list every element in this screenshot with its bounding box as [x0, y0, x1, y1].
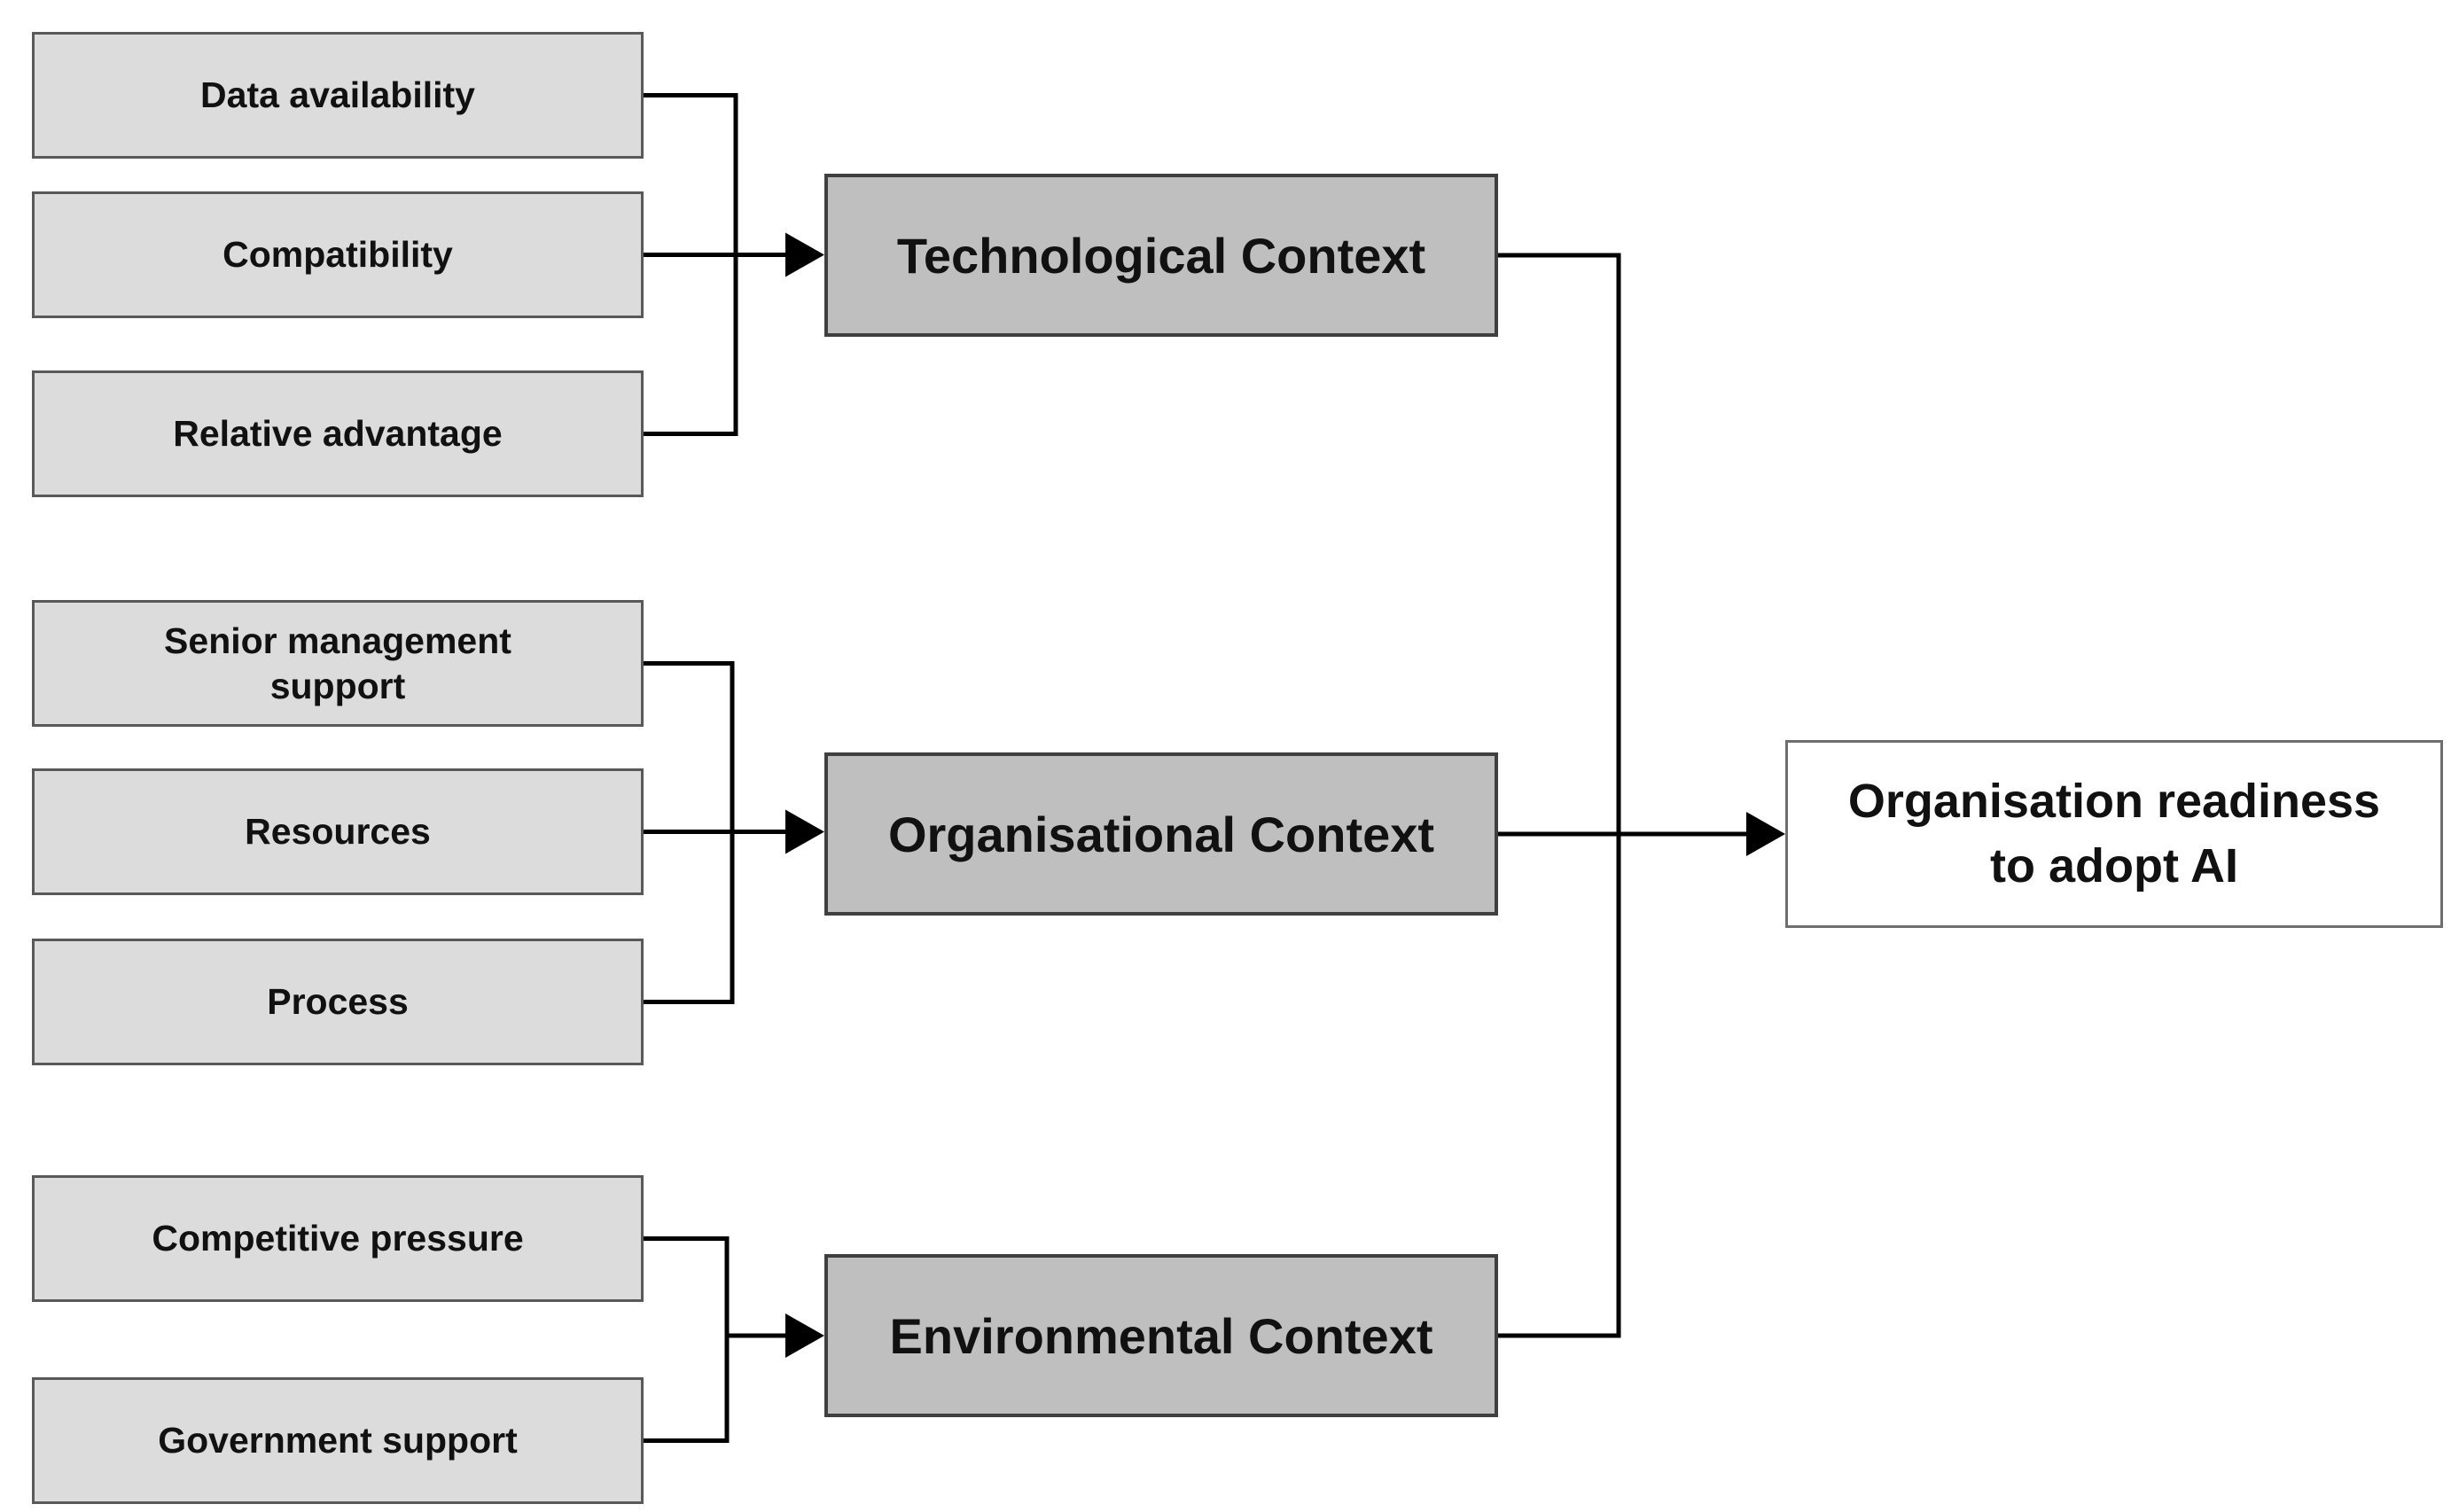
- context-box-environmental: Environmental Context: [824, 1254, 1498, 1417]
- factor-label: Relative advantage: [173, 413, 503, 455]
- bracket-environmental: [644, 1236, 730, 1443]
- arrowhead-environmental: [785, 1313, 824, 1358]
- arrowhead-outcome: [1746, 812, 1785, 856]
- factor-label: Resources: [245, 811, 431, 853]
- context-label: Technological Context: [896, 227, 1426, 284]
- factor-label: Senior management support: [164, 620, 511, 706]
- factor-label: Process: [267, 981, 409, 1023]
- arrowhead-organisational: [785, 809, 824, 854]
- factor-label: Compatibility: [222, 234, 453, 276]
- factor-box-data-availability: Data availability: [32, 32, 644, 159]
- merge-rail-contexts: [1498, 253, 1621, 1338]
- context-label: Environmental Context: [889, 1307, 1433, 1364]
- factor-box-senior-management-support: Senior management support: [32, 600, 644, 727]
- factor-box-process: Process: [32, 939, 644, 1065]
- factor-box-compatibility: Compatibility: [32, 191, 644, 318]
- context-box-technological: Technological Context: [824, 174, 1498, 337]
- factor-box-government-support: Government support: [32, 1377, 644, 1504]
- factor-box-relative-advantage: Relative advantage: [32, 370, 644, 497]
- factor-label: Competitive pressure: [152, 1218, 524, 1259]
- bracket-technological: [644, 93, 738, 436]
- context-label: Organisational Context: [887, 806, 1435, 862]
- context-box-organisational: Organisational Context: [824, 752, 1498, 916]
- factor-box-competitive-pressure: Competitive pressure: [32, 1175, 644, 1302]
- outcome-box-organisation-readiness: Organisation readiness to adopt AI: [1785, 740, 2443, 928]
- arrowhead-technological: [785, 232, 824, 277]
- factor-label: Data availability: [200, 74, 475, 116]
- outcome-label: Organisation readiness to adopt AI: [1847, 775, 2381, 892]
- factor-box-resources: Resources: [32, 768, 644, 895]
- factor-label: Government support: [158, 1420, 518, 1461]
